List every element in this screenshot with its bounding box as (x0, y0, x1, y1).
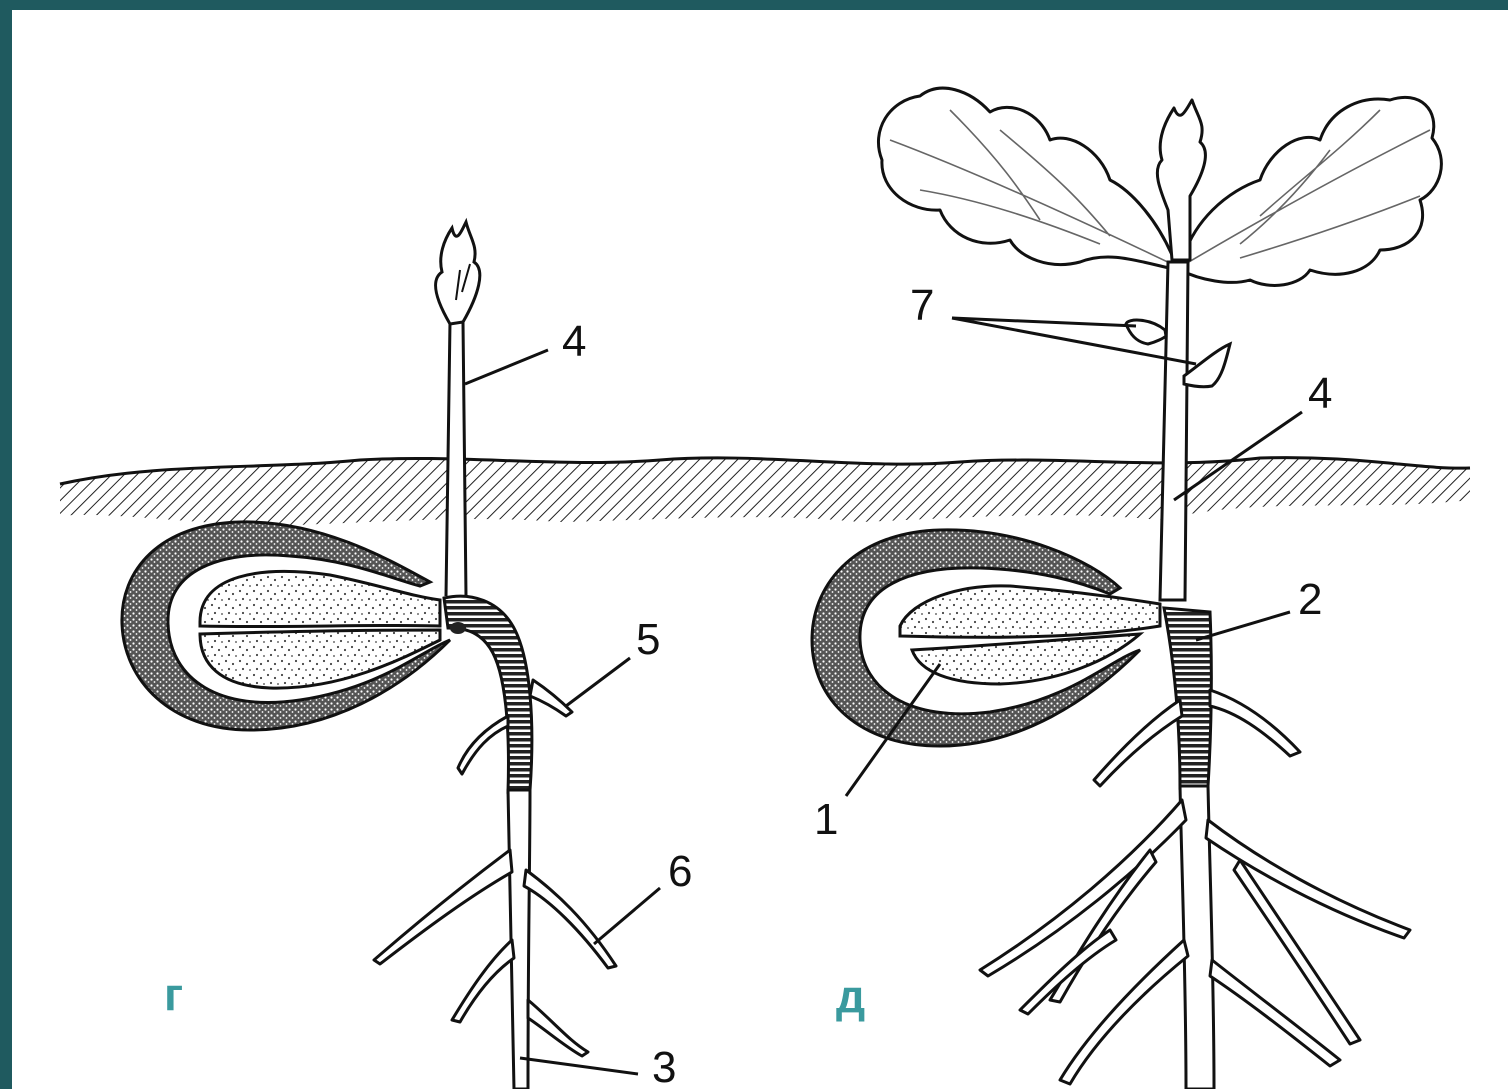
root-system (374, 680, 616, 1089)
callout-d-4: 4 (1308, 369, 1332, 418)
stage-label-d: д (836, 970, 865, 1022)
slide-canvas: 4 5 6 3 7 4 2 1 г д (12, 10, 1508, 1089)
seedling-stage-d (812, 88, 1441, 1089)
callout-g-3: 3 (652, 1043, 676, 1089)
seed-attachment (450, 622, 466, 634)
stem (1160, 262, 1188, 600)
callout-g-5: 5 (636, 615, 660, 664)
callout-g-6: 6 (668, 847, 692, 896)
scale-leaf-upper (1126, 320, 1166, 344)
root-collar-d (1164, 608, 1211, 788)
leaves (878, 88, 1441, 285)
acorn-germination-diagram: 4 5 6 3 7 4 2 1 г д (12, 10, 1508, 1089)
apical-bud (436, 222, 480, 324)
stage-label-g: г (164, 968, 183, 1020)
callout-d-1: 1 (814, 795, 838, 844)
callout-d-7: 7 (910, 281, 934, 330)
shoot (436, 222, 480, 596)
soil-layer (60, 458, 1470, 526)
callout-d-2: 2 (1298, 575, 1322, 624)
callout-g-4: 4 (562, 317, 586, 366)
scale-leaf-lower (1184, 344, 1230, 387)
